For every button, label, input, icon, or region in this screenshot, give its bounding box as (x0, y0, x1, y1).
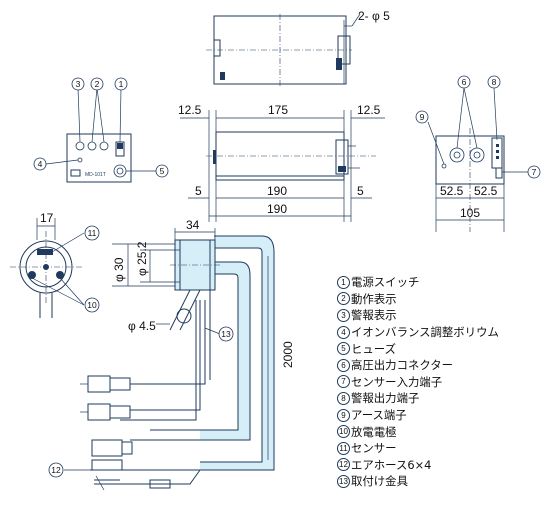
dim-outer-width: 190 (267, 202, 287, 216)
dim-bottom-left: 5 (195, 184, 202, 198)
connectors (80, 375, 171, 491)
legend-number: 5 (337, 342, 350, 356)
legend-label: ヒューズ (351, 341, 396, 356)
callout-10: 10 (87, 300, 97, 310)
legend-number: 3 (337, 308, 350, 322)
callout-1: 1 (119, 79, 124, 89)
legend-label: センサー (351, 441, 397, 456)
dim-left-margin: 12.5 (178, 103, 202, 117)
callout-5: 5 (160, 166, 165, 176)
callout-markers: 3 2 1 4 5 6 8 9 7 11 10 13 12 (33, 75, 541, 478)
dim-block-dia-inner: φ 25.2 (135, 241, 149, 276)
legend-label: 動作表示 (351, 291, 397, 306)
dim-sensor-width: 17 (40, 211, 54, 225)
legend-number: 13 (337, 474, 350, 488)
legend-label: 高圧出力コネクター (351, 358, 454, 373)
dim-block-dia-outer: φ 30 (112, 257, 126, 282)
callout-12: 12 (51, 465, 61, 475)
legend-number: 6 (337, 358, 350, 372)
legend-number: 2 (337, 292, 350, 306)
legend-label: アース端子 (351, 408, 407, 423)
front-panel: MD-101T (45, 87, 156, 183)
dim-mount-dia: φ 4.5 (128, 319, 156, 333)
dim-bottom-right: 5 (357, 184, 364, 198)
legend-label: 警報表示 (351, 308, 397, 323)
legend-label: 取付け金具 (351, 474, 408, 489)
legend-label: イオンバランス調整ボリウム (351, 325, 499, 340)
hole-dim-label: 2- φ 5 (358, 9, 390, 23)
dim-cable-length: 2000 (281, 341, 295, 368)
callout-8: 8 (492, 77, 497, 87)
legend-number: 12 (337, 458, 350, 472)
dim-rear-width: 105 (460, 206, 480, 220)
legend-number: 10 (337, 425, 350, 439)
legend-label: 警報出力端子 (351, 391, 420, 406)
sensor-block-and-cables: 34 φ 30 φ 25.2 φ 4.5 2000 (64, 218, 295, 485)
dim-inner-width: 190 (267, 184, 287, 198)
callout-13: 13 (221, 329, 231, 339)
legend-label: 電源スイッチ (351, 275, 420, 290)
callout-9: 9 (420, 112, 425, 122)
front-panel-label: MD-101T (85, 172, 106, 178)
dim-block-width: 34 (186, 218, 200, 232)
callout-6: 6 (462, 77, 467, 87)
legend-number: 4 (337, 325, 350, 339)
legend-number: 11 (337, 441, 350, 455)
callout-7: 7 (532, 167, 537, 177)
legend-number: 9 (337, 408, 350, 422)
legend-number: 1 (337, 275, 350, 289)
dim-right-margin: 12.5 (357, 103, 381, 117)
rear-panel: 52.5 52.5 105 (427, 87, 528, 232)
callout-11: 11 (88, 228, 97, 238)
legend-label: センサー入力端子 (351, 374, 443, 389)
legend-number: 7 (337, 375, 350, 389)
dim-rear-left: 52.5 (440, 184, 464, 198)
legend-label: エアホース6×4 (351, 457, 432, 472)
top-view: 2- φ 5 (206, 9, 390, 86)
side-view: 12.5 175 12.5 5 190 5 190 (178, 103, 385, 222)
legend-label: 放電電極 (351, 424, 397, 439)
dim-rear-right: 52.5 (474, 184, 498, 198)
legend-number: 8 (337, 391, 350, 405)
dim-top-width: 175 (268, 103, 288, 117)
callout-2: 2 (95, 79, 100, 89)
sensor-end-view: 17 (10, 211, 85, 318)
callout-4: 4 (38, 159, 43, 169)
callout-3: 3 (76, 79, 81, 89)
